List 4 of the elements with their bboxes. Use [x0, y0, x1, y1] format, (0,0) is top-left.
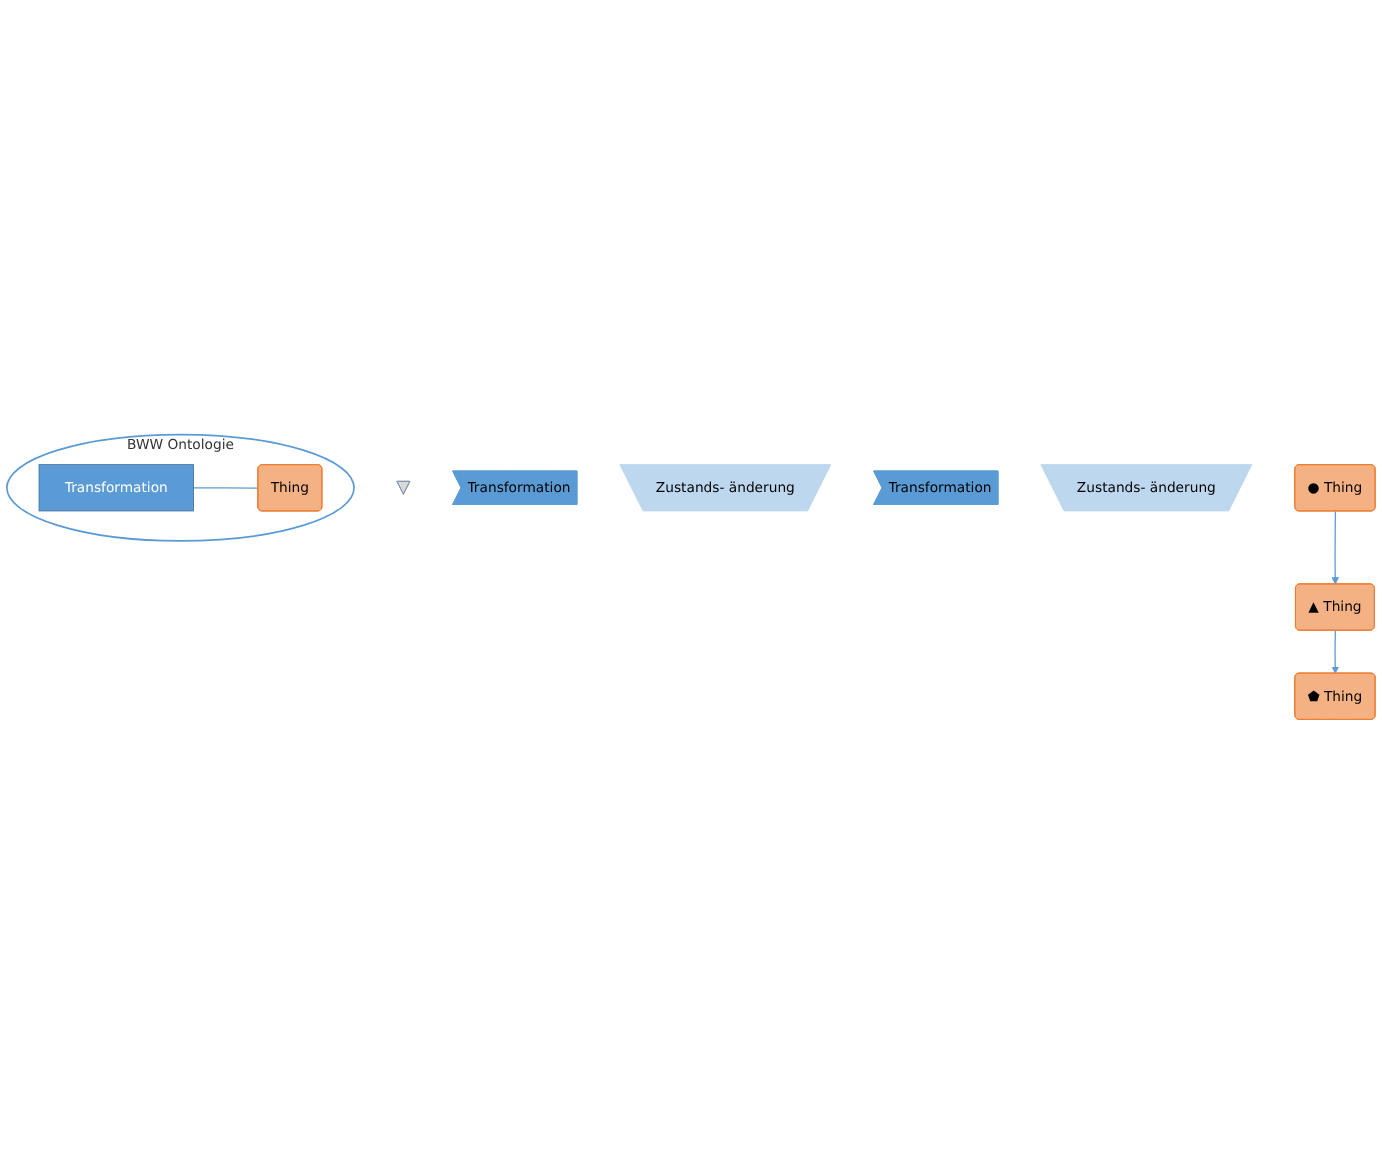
- connector: [192, 487, 259, 489]
- node-box: [38, 464, 194, 512]
- arrow: [1331, 629, 1339, 674]
- arrow: [1331, 510, 1339, 585]
